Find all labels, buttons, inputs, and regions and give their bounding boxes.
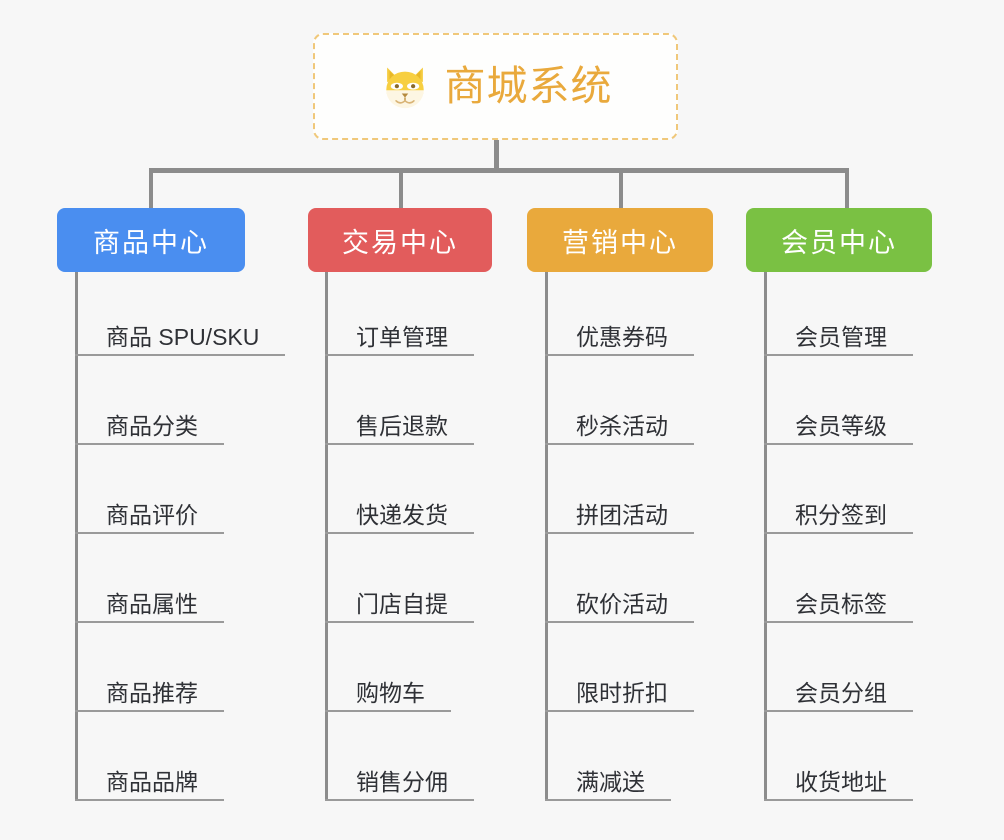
leaf-item-label: 商品评价	[106, 502, 198, 528]
leaf-item-label: 订单管理	[356, 324, 448, 350]
leaf-item-label: 快递发货	[356, 502, 448, 528]
leaf-underline	[325, 532, 474, 534]
leaf-underline	[325, 710, 451, 712]
connector-root-stub	[494, 140, 499, 170]
leaf-item-label: 会员分组	[795, 680, 887, 706]
leaf-item-label: 商品 SPU/SKU	[106, 324, 260, 350]
category-header-label: 会员中心	[781, 227, 897, 258]
leaf-item-label: 商品属性	[106, 591, 198, 617]
category-header-product-center[interactable]: 商品中心	[57, 208, 245, 272]
leaf-item-label: 商品分类	[106, 413, 198, 439]
leaf-underline	[325, 354, 474, 356]
leaf-underline	[325, 799, 474, 801]
leaf-underline	[764, 443, 913, 445]
leaf-item-label: 会员标签	[795, 591, 887, 617]
root-title: 商城系统	[444, 63, 613, 109]
connector-drop-3	[619, 168, 623, 210]
category-header-member-center[interactable]: 会员中心	[746, 208, 932, 272]
leaf-underline	[545, 710, 694, 712]
leaf-underline	[545, 532, 694, 534]
leaf-underline	[545, 443, 694, 445]
leaf-item-label: 商品品牌	[106, 769, 198, 795]
leaf-item-label: 砍价活动	[576, 591, 668, 617]
leaf-underline	[75, 799, 224, 801]
leaf-underline	[75, 710, 224, 712]
connector-drop-4	[845, 168, 849, 210]
leaf-underline	[545, 354, 694, 356]
leaf-item-label: 商品推荐	[106, 680, 198, 706]
leaf-underline	[75, 354, 285, 356]
leaf-underline	[325, 443, 474, 445]
leaf-item-label: 购物车	[356, 680, 425, 706]
connector-drop-2	[399, 168, 403, 210]
leaf-underline	[764, 621, 913, 623]
branch-spine	[325, 272, 328, 799]
category-header-label: 商品中心	[93, 227, 209, 258]
leaf-underline	[75, 443, 224, 445]
root-node[interactable]: 商城系统	[313, 33, 678, 140]
leaf-item-label: 积分签到	[795, 502, 887, 528]
leaf-underline	[545, 621, 694, 623]
leaf-underline	[545, 799, 671, 801]
leaf-item-label: 限时折扣	[576, 680, 668, 706]
connector-horizontal-bus	[149, 168, 849, 173]
leaf-item-label: 门店自提	[356, 591, 448, 617]
branch-spine	[75, 272, 78, 799]
branch-spine	[764, 272, 767, 799]
branch-spine	[545, 272, 548, 799]
leaf-item-label: 售后退款	[356, 413, 448, 439]
leaf-item-label: 收货地址	[795, 769, 887, 795]
category-header-label: 营销中心	[562, 227, 678, 258]
shiba-dog-emoji	[379, 61, 431, 113]
leaf-item-label: 优惠券码	[576, 324, 668, 350]
leaf-underline	[75, 621, 224, 623]
connector-drop-1	[149, 168, 153, 210]
leaf-underline	[764, 710, 913, 712]
leaf-item-label: 会员管理	[795, 324, 887, 350]
category-header-marketing-center[interactable]: 营销中心	[527, 208, 713, 272]
leaf-underline	[764, 799, 913, 801]
leaf-item-label: 销售分佣	[356, 769, 448, 795]
leaf-item-label: 秒杀活动	[576, 413, 668, 439]
category-header-trade-center[interactable]: 交易中心	[308, 208, 492, 272]
leaf-underline	[764, 532, 913, 534]
leaf-item-label: 满减送	[576, 769, 645, 795]
leaf-underline	[764, 354, 913, 356]
category-header-label: 交易中心	[342, 227, 458, 258]
leaf-item-label: 拼团活动	[576, 502, 668, 528]
leaf-item-label: 会员等级	[795, 413, 887, 439]
leaf-underline	[325, 621, 474, 623]
leaf-underline	[75, 532, 224, 534]
